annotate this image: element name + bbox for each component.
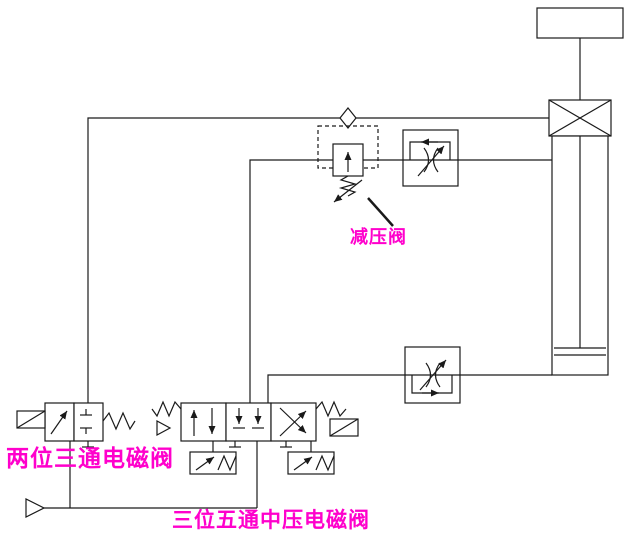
two-position-three-way-valve-symbol <box>16 402 136 448</box>
two-position-three-way-valve-label: 两位三通电磁阀 <box>6 445 174 471</box>
pilot-valve-left <box>189 441 237 475</box>
cylinder-symbol <box>536 7 624 376</box>
flow-control-valve-upper <box>402 129 459 187</box>
flow-control-valve-lower <box>404 346 461 404</box>
pilot-valve-right <box>287 441 335 475</box>
reducing-valve-pointer <box>367 197 394 227</box>
three-position-five-way-valve-label: 三位五通中压电磁阀 <box>172 509 370 532</box>
three-position-five-way-valve-symbol <box>151 400 359 448</box>
connection-lines <box>44 117 552 509</box>
pressure-reducing-valve-symbol <box>317 107 379 203</box>
reducing-valve-label: 减压阀 <box>350 227 407 247</box>
air-source-symbol <box>25 498 46 518</box>
